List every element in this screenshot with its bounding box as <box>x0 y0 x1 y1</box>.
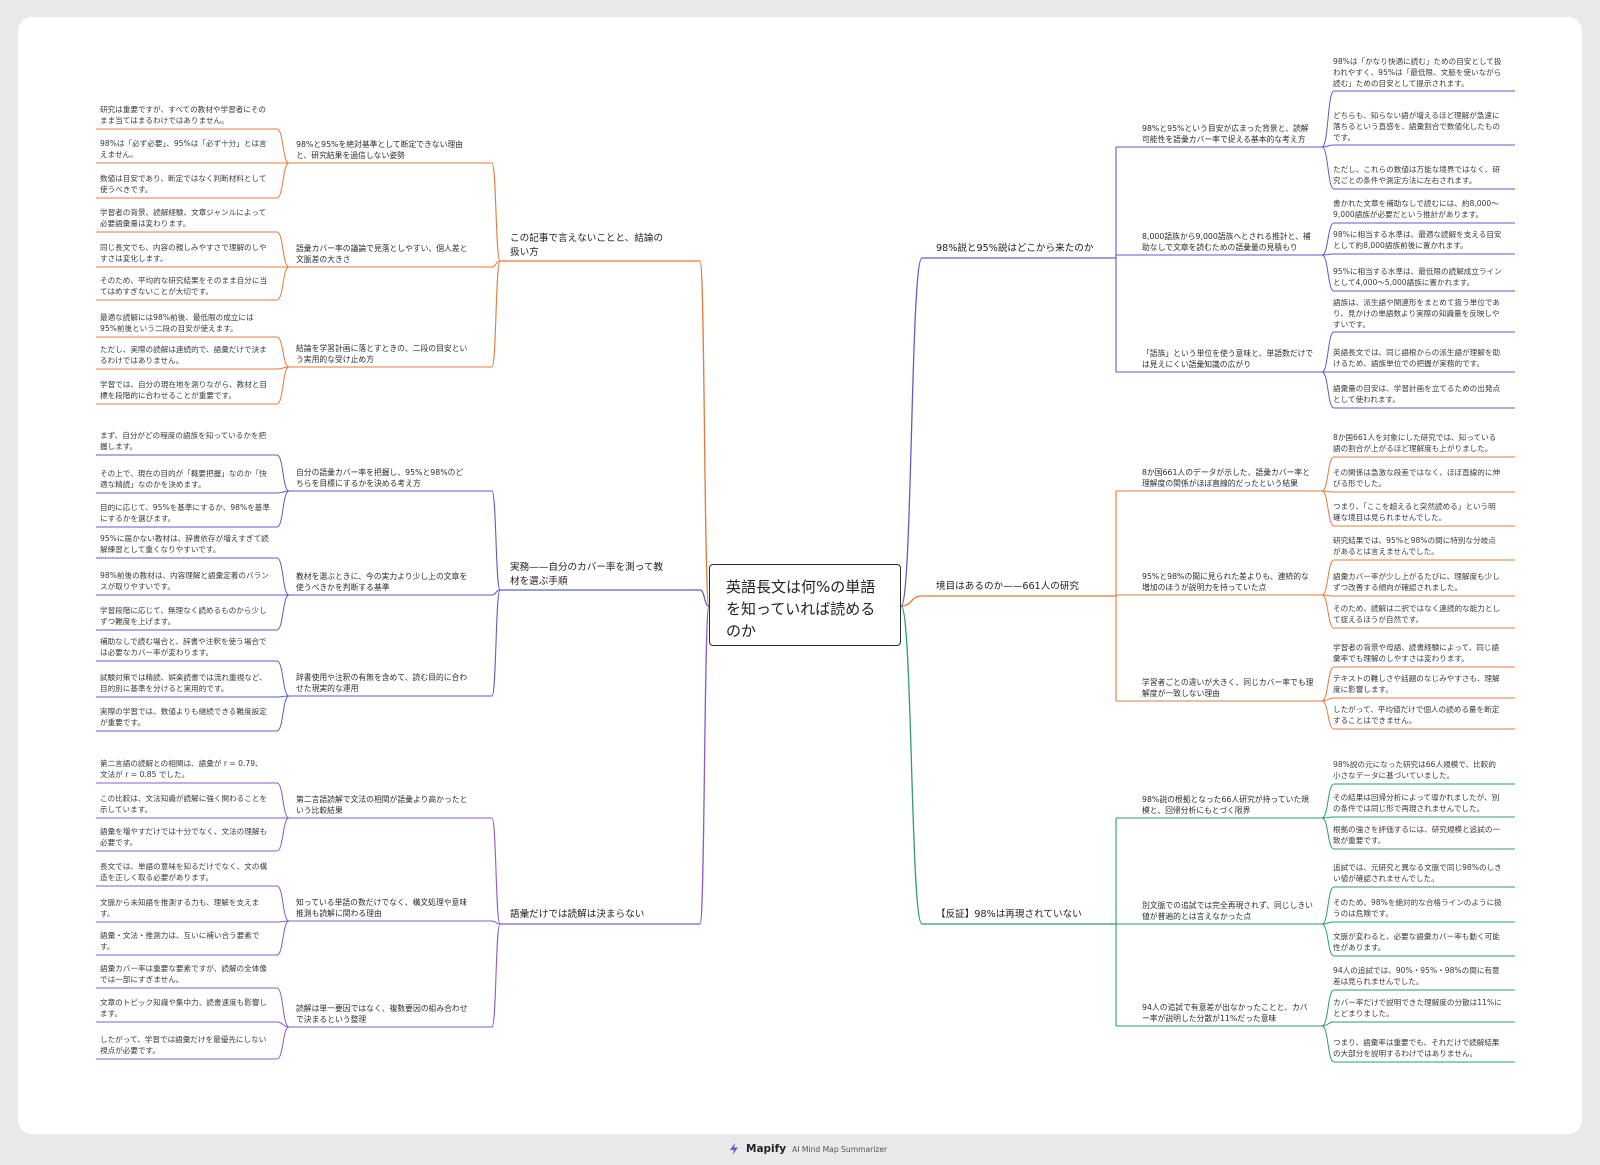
leaf-note-r1-2-0[interactable]: 語族は、派生語や関連形をまとめて扱う単位であり、見かけの単語数より実際の知識量を… <box>1333 298 1500 329</box>
footer-tagline: AI Mind Map Summarizer <box>792 1144 888 1154</box>
subtopic-l2-1[interactable]: 教材を選ぶときに、今の実力より少し上の文章を使うべきかを判断する基準 <box>296 572 468 593</box>
subtopic-r3-1[interactable]: 別文脈での追試では完全再現されず、同じしきい値が普遍的とは言えなかった点 <box>1142 901 1313 922</box>
subtopic-l2-2[interactable]: 辞書使用や注釈の有無を含めて、読む目的に合わせた現実的な運用 <box>296 673 468 694</box>
subtopic-r1-2[interactable]: 「語族」という単位を使う意味と、単語数だけでは見えにくい語彙知識の広がり <box>1142 349 1314 370</box>
leaf-note-r1-2-1[interactable]: 英語長文では、同じ語根からの派生語が理解を助けるため、語族単位での把握が実務的で… <box>1333 348 1501 368</box>
subtopic-r3-0[interactable]: 98%説の根拠となった66人研究が持っていた規模と、回帰分析にもとづく限界 <box>1142 795 1309 816</box>
subtopic-r1-0[interactable]: 98%と95%という目安が広まった背景と、読解可能性を語彙カバー率で捉える基本的… <box>1142 124 1309 145</box>
leaf-note-l1-2-2[interactable]: 学習では、自分の現在地を測りながら、教材と目標を段階的に合わせることが重要です。 <box>100 380 268 400</box>
subtopic-r1-1[interactable]: 8,000語族から9,000語族へとされる推計と、補助なしで文章を読むための語彙… <box>1142 232 1311 253</box>
leaf-note-l1-2-0[interactable]: 最適な読解には98%前後、最低限の成立には95%前後という二段の目安が使えます。 <box>100 313 254 333</box>
leaf-note-l3-0-0[interactable]: 第二言語の読解との相関は、語彙が r = 0.79、文法が r = 0.85 で… <box>100 759 263 779</box>
leaf-note-l3-1-2[interactable]: 語彙・文法・推測力は、互いに補い合う要素です。 <box>100 931 260 951</box>
leaf-note-r3-1-2[interactable]: 文脈が変わると、必要な語彙カバー率も動く可能性があります。 <box>1333 932 1500 952</box>
leaf-note-l3-1-0[interactable]: 長文では、単語の意味を知るだけでなく、文の構造を正しく取る必要があります。 <box>100 862 268 882</box>
subtopic-l1-2[interactable]: 結論を学習計画に落とすときの、二段の目安という実用的な受け止め方 <box>296 344 468 365</box>
footer: Mapify AI Mind Map Summarizer <box>728 1143 887 1155</box>
subtopic-r2-1[interactable]: 95%と98%の間に見られた差よりも、連続的な増加のほうが説明力を持っていた点 <box>1142 572 1309 593</box>
leaf-note-l1-0-1[interactable]: 98%は「必ず必要」、95%は「必ず十分」とは言えません。 <box>100 139 267 159</box>
footer-brand: Mapify <box>746 1143 787 1155</box>
leaf-note-l2-0-1[interactable]: その上で、現在の目的が「概要把握」なのか「快適な精読」なのかを決めます。 <box>100 469 267 489</box>
leaf-note-l2-1-0[interactable]: 95%に届かない教材は、辞書依存が増えすぎて読解練習として重くなりやすいです。 <box>100 534 269 554</box>
leaf-note-r2-0-2[interactable]: つまり、「ここを超えると突然読める」という明確な境目は見られませんでした。 <box>1333 502 1496 522</box>
main-topic-r1[interactable]: 98%説と95%説はどこから来たのか <box>936 243 1094 254</box>
leaf-note-r3-1-0[interactable]: 追試では、元研究と異なる文脈で同じ98%のしきい値が確認されませんでした。 <box>1333 863 1502 883</box>
mapify-logo-icon <box>730 1143 738 1155</box>
leaf-note-r3-0-2[interactable]: 根拠の強さを評価するには、研究規模と追試の一致が重要です。 <box>1333 825 1501 845</box>
leaf-note-r3-0-1[interactable]: その結果は回帰分析によって導かれましたが、別の条件では同じ形で再現されませんでし… <box>1333 793 1500 813</box>
leaf-note-l3-2-2[interactable]: したがって、学習では語彙だけを最優先にしない視点が必要です。 <box>100 1035 267 1055</box>
leaf-note-r2-2-0[interactable]: 学習者の背景や母語、読書経験によって、同じ語彙率でも理解のしやすさは変わります。 <box>1333 643 1500 663</box>
leaf-note-r2-2-1[interactable]: テキストの難しさや話題のなじみやすさも、理解度に影響します。 <box>1333 674 1500 694</box>
main-topic-r3[interactable]: 【反証】98%は再現されていない <box>936 909 1082 920</box>
leaf-note-r1-0-1[interactable]: どちらも、知らない語が増えるほど理解が急速に落ちるという直感を、語彙割合で数値化… <box>1333 111 1501 142</box>
subtopic-l1-1[interactable]: 語彙カバー率の議論で見落としやすい、個人差と文脈差の大きさ <box>296 244 468 265</box>
leaf-note-r2-0-0[interactable]: 8か国661人を対象にした研究では、知っている語の割合が上がるほど理解度も上がり… <box>1333 433 1497 453</box>
leaf-note-r2-1-1[interactable]: 語彙カバー率が少し上がるたびに、理解度も少しずつ改善する傾向が確認されました。 <box>1333 572 1500 592</box>
leaf-note-l2-2-2[interactable]: 実際の学習では、数値よりも継続できる難度設定が重要です。 <box>100 707 267 727</box>
subtopic-l3-2[interactable]: 読解は単一要因ではなく、複数要因の組み合わせで決まるという整理 <box>296 1004 468 1025</box>
leaf-note-l2-1-1[interactable]: 98%前後の教材は、内容理解と語彙定着のバランスが取りやすいです。 <box>100 571 269 591</box>
leaf-note-l3-0-1[interactable]: この比較は、文法知識が読解に強く関わることを示しています。 <box>100 794 268 814</box>
root-topic[interactable]: 英語長文は何%の単語を知っていれば読めるのか <box>709 564 901 646</box>
leaf-note-r1-2-2[interactable]: 語彙量の目安は、学習計画を立てるための出発点として使われます。 <box>1333 384 1501 404</box>
leaf-note-l2-0-2[interactable]: 目的に応じて、95%を基準にするか、98%を基準にするかを選びます。 <box>100 503 270 523</box>
subtopic-r2-2[interactable]: 学習者ごとの違いが大きく、同じカバー率でも理解度が一致しない理由 <box>1142 678 1314 699</box>
subtopic-l1-0[interactable]: 98%と95%を絶対基準として断定できない理由と、研究結果を過信しない姿勢 <box>296 140 463 161</box>
leaf-note-l1-2-1[interactable]: ただし、実際の読解は連続的で、語彙だけで決まるわけではありません。 <box>100 345 267 365</box>
leaf-note-r2-2-2[interactable]: したがって、平均値だけで個人の読める量を断定することはできません。 <box>1333 705 1500 725</box>
leaf-note-l1-1-0[interactable]: 学習者の背景、読解経験、文章ジャンルによって必要語彙量は変わります。 <box>100 208 267 228</box>
leaf-note-r2-1-2[interactable]: そのため、読解は二択ではなく連続的な能力として捉えるほうが自然です。 <box>1333 604 1501 624</box>
subtopic-r3-2[interactable]: 94人の追試で有意差が出なかったことと、カバー率が説明した分散が11%だった意味 <box>1142 1003 1308 1024</box>
main-topic-r2[interactable]: 境目はあるのか——661人の研究 <box>936 581 1080 592</box>
leaf-note-l1-1-2[interactable]: そのため、平均的な研究結果をそのまま自分に当てはめすぎないことが大切です。 <box>100 276 268 296</box>
leaf-note-l1-0-2[interactable]: 数値は目安であり、断定ではなく判断材料として使うべきです。 <box>100 174 267 194</box>
main-topic-l3[interactable]: 語彙だけでは読解は決まらない <box>510 909 645 920</box>
leaf-note-r3-0-0[interactable]: 98%説の元になった研究は66人規模で、比較的小さなデータに基づいていました。 <box>1333 760 1496 780</box>
leaf-note-r2-1-0[interactable]: 研究結果では、95%と98%の間に特別な分岐点があるとは言えませんでした。 <box>1333 536 1496 556</box>
leaf-note-r1-1-0[interactable]: 書かれた文章を補助なしで読むには、約8,000〜9,000語族が必要だという推計… <box>1333 199 1499 219</box>
leaf-note-l3-1-1[interactable]: 文脈から未知語を推測する力も、理解を支えます。 <box>100 898 260 918</box>
subtopic-l3-0[interactable]: 第二言語読解で文法の相関が語彙より高かったという比較結果 <box>296 795 468 816</box>
subtopic-l3-1[interactable]: 知っている単語の数だけでなく、構文処理や意味推測も読解に関わる理由 <box>296 898 468 919</box>
leaf-note-r1-0-0[interactable]: 98%は「かなり快適に読む」ための目安として扱われやすく、95%は「最低限、文脈… <box>1333 57 1502 88</box>
leaf-note-l3-2-1[interactable]: 文章のトピック知識や集中力、読書速度も影響します。 <box>100 998 268 1018</box>
leaf-note-r3-2-1[interactable]: カバー率だけで説明できた理解度の分散は11%にとどまりました。 <box>1333 998 1502 1018</box>
leaf-note-r3-1-1[interactable]: そのため、98%を絶対的な合格ラインのように扱うのは危険です。 <box>1333 898 1502 918</box>
leaf-note-r1-1-1[interactable]: 98%に相当する水準は、最適な読解を支える目安として約8,000語族前後に置かれ… <box>1333 230 1502 250</box>
leaf-note-l1-1-1[interactable]: 同じ長文でも、内容の親しみやすさで理解のしやすさは変化します。 <box>100 243 267 263</box>
leaf-note-l2-2-1[interactable]: 試験対策では精読、娯楽読書では流れ重視など、目的別に基準を分けると実用的です。 <box>100 673 267 693</box>
leaf-note-r2-0-1[interactable]: その関係は急激な段差ではなく、ほぼ直線的に伸びる形でした。 <box>1333 468 1501 488</box>
leaf-note-l2-2-0[interactable]: 補助なしで読む場合と、辞書や注釈を使う場合では必要なカバー率が変わります。 <box>100 637 267 657</box>
leaf-note-l1-0-0[interactable]: 研究は重要ですが、すべての教材や学習者にそのまま当てはまるわけではありません。 <box>100 105 266 125</box>
leaf-note-r1-0-2[interactable]: ただし、これらの数値は万能な境界ではなく、研究ごとの条件や測定方法に左右されます… <box>1333 165 1501 185</box>
leaf-note-r3-2-2[interactable]: つまり、語彙率は重要でも、それだけで読解結果の大部分を説明するわけではありません… <box>1333 1038 1500 1058</box>
leaf-note-l2-1-2[interactable]: 学習段階に応じて、無理なく読めるものから少しずつ難度を上げます。 <box>100 606 267 626</box>
leaf-note-r3-2-0[interactable]: 94人の追試では、90%・95%・98%の間に有意差は見られませんでした。 <box>1333 966 1500 986</box>
main-topic-l2[interactable]: 実務——自分のカバー率を測って教材を選ぶ手順 <box>510 562 664 587</box>
leaf-note-l3-2-0[interactable]: 語彙カバー率は重要な要素ですが、読解の全体像では一部にすぎません。 <box>100 964 267 984</box>
subtopic-r2-0[interactable]: 8か国661人のデータが示した、語彙カバー率と理解度の関係がほぼ直線的だったとい… <box>1142 468 1310 489</box>
main-topic-l1[interactable]: この記事で言えないことと、結論の扱い方 <box>510 233 664 258</box>
leaf-note-l3-0-2[interactable]: 語彙を増やすだけでは十分でなく、文法の理解も必要です。 <box>100 827 268 847</box>
subtopic-l2-0[interactable]: 自分の語彙カバー率を把握し、95%と98%のどちらを目標にするかを決める考え方 <box>296 468 464 489</box>
leaf-note-l2-0-0[interactable]: まず、自分がどの程度の語族を知っているかを把握します。 <box>100 431 267 451</box>
leaf-note-r1-1-2[interactable]: 95%に相当する水準は、最低限の読解成立ラインとして4,000〜5,000語族に… <box>1333 267 1502 287</box>
